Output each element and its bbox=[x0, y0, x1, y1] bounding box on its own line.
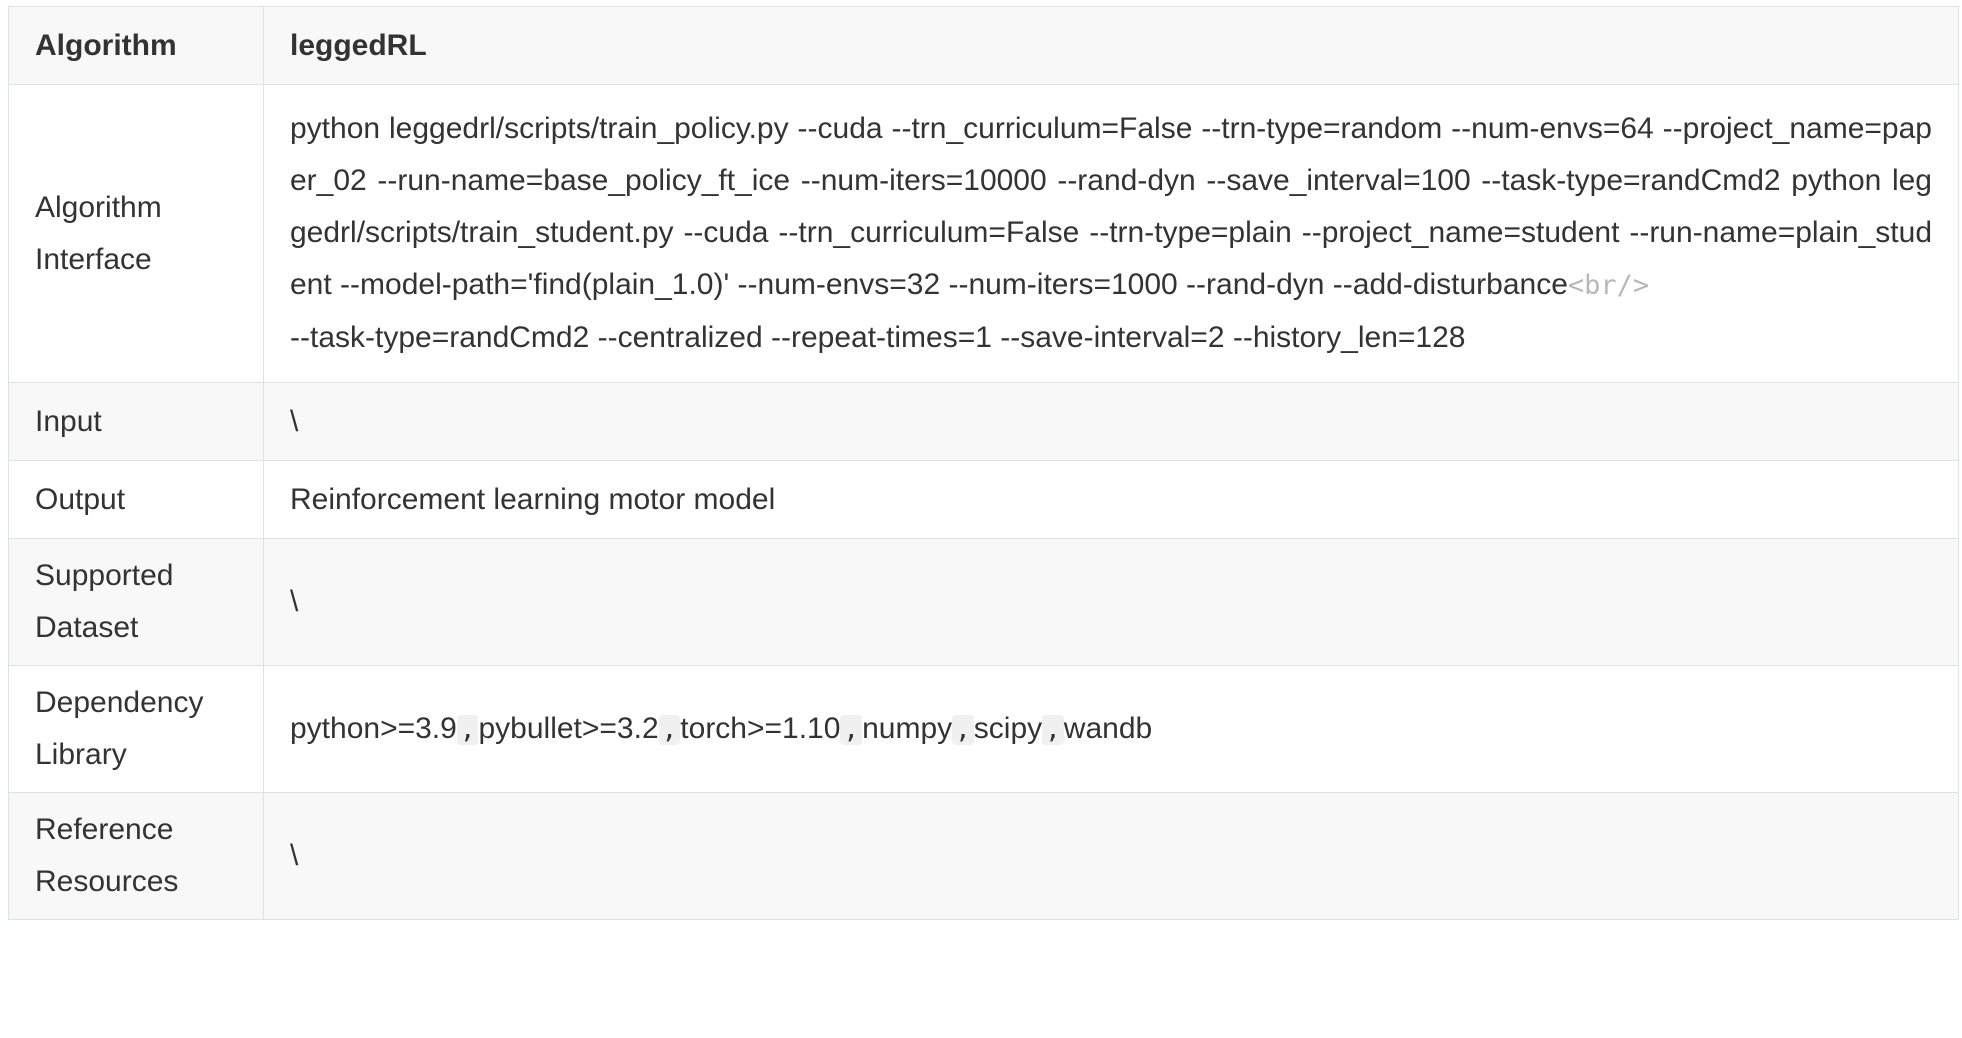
header-algorithm-name: leggedRL bbox=[263, 6, 1959, 85]
row-label-reference-resources: Reference Resources bbox=[8, 792, 264, 920]
separator-chip: , bbox=[456, 714, 479, 745]
dependency-item: python>=3.9 bbox=[290, 711, 457, 745]
br-tag-text: <br/> bbox=[1567, 270, 1650, 301]
separator-chip: , bbox=[840, 714, 863, 745]
dependency-item: pybullet>=3.2 bbox=[478, 711, 659, 745]
input-value: \ bbox=[263, 382, 1959, 461]
dependency-item: wandb bbox=[1063, 711, 1153, 745]
row-label-dependency-library: Dependency Library bbox=[8, 665, 264, 793]
reference-resources-value: \ bbox=[263, 792, 1959, 920]
algorithm-interface-cell: python leggedrl/scripts/train_policy.py … bbox=[263, 84, 1959, 383]
table-header-row: Algorithm leggedRL bbox=[8, 6, 1959, 85]
separator-chip: , bbox=[1042, 714, 1064, 745]
separator-chip: , bbox=[952, 714, 974, 745]
interface-command-text: python leggedrl/scripts/train_policy.py … bbox=[290, 103, 1932, 312]
dependency-item: torch>=1.10 bbox=[680, 711, 841, 745]
row-label-supported-dataset: Supported Dataset bbox=[8, 538, 264, 666]
table-row-reference-resources: Reference Resources \ bbox=[8, 792, 1959, 920]
row-label-output: Output bbox=[8, 460, 264, 539]
algorithm-info-table: Algorithm leggedRL Algorithm Interface p… bbox=[8, 6, 1959, 920]
table-row-dependency-library: Dependency Library python>=3.9,pybullet>… bbox=[8, 665, 1959, 793]
dependency-item: scipy bbox=[973, 711, 1043, 745]
output-value: Reinforcement learning motor model bbox=[263, 460, 1959, 539]
dependency-item: numpy bbox=[862, 711, 953, 745]
separator-chip: , bbox=[658, 714, 681, 745]
dependency-library-value: python>=3.9,pybullet>=3.2,torch>=1.10,nu… bbox=[263, 665, 1959, 793]
table-row-supported-dataset: Supported Dataset \ bbox=[8, 538, 1959, 666]
header-algorithm: Algorithm bbox=[8, 6, 264, 85]
table-row-input: Input \ bbox=[8, 382, 1959, 461]
row-label-algorithm-interface: Algorithm Interface bbox=[8, 84, 264, 383]
table-row-algorithm-interface: Algorithm Interface python leggedrl/scri… bbox=[8, 84, 1959, 383]
interface-command-2: --task-type=randCmd2 --centralized --rep… bbox=[290, 321, 1466, 354]
interface-command-1: python leggedrl/scripts/train_policy.py … bbox=[290, 112, 1932, 301]
table-row-output: Output Reinforcement learning motor mode… bbox=[8, 460, 1959, 539]
row-label-input: Input bbox=[8, 382, 264, 461]
supported-dataset-value: \ bbox=[263, 538, 1959, 666]
